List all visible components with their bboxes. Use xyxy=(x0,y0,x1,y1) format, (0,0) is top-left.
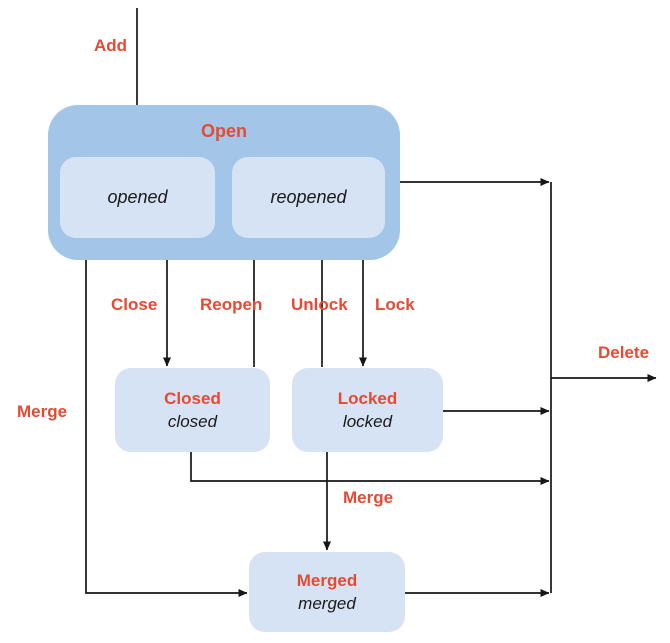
edge-label-merge-left: Merge xyxy=(17,402,68,421)
edge-merge-left-arrow xyxy=(85,259,248,597)
edge-closed-to-collector-arrow xyxy=(190,452,550,485)
node-open-group: Open opened reopened xyxy=(48,105,400,260)
node-locked: Locked locked xyxy=(292,368,443,452)
edge-label-delete: Delete xyxy=(598,343,650,362)
node-merged-label: merged xyxy=(298,594,356,613)
node-opened-label: opened xyxy=(107,187,168,207)
node-closed: Closed closed xyxy=(115,368,270,452)
node-closed-label: closed xyxy=(167,412,218,431)
node-reopened-label: reopened xyxy=(270,187,347,207)
node-closed-title: Closed xyxy=(164,389,221,408)
node-merged: Merged merged xyxy=(249,552,405,632)
edge-label-reopen: Reopen xyxy=(200,295,263,314)
edge-label-unlock: Unlock xyxy=(291,295,348,314)
node-locked-label: locked xyxy=(342,412,393,431)
node-reopened: reopened xyxy=(232,157,385,238)
edge-label-add: Add xyxy=(94,36,128,55)
node-locked-title: Locked xyxy=(337,389,398,408)
edge-label-merge-bottom: Merge xyxy=(343,488,394,507)
node-open-group-title: Open xyxy=(200,121,247,141)
node-opened: opened xyxy=(60,157,215,238)
node-merged-title: Merged xyxy=(296,571,358,590)
edge-label-lock: Lock xyxy=(375,295,415,314)
edge-label-close: Close xyxy=(111,295,158,314)
